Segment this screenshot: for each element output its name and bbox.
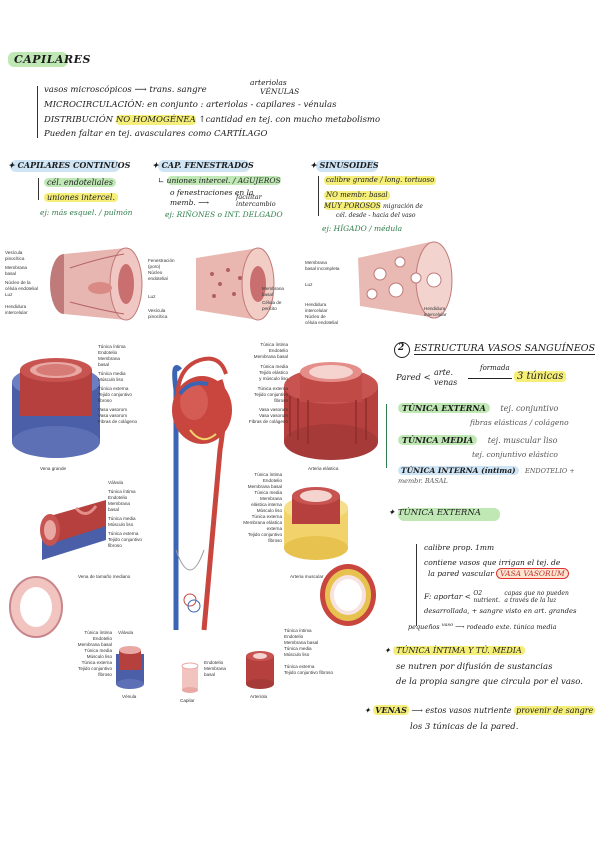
venule-illustration bbox=[116, 646, 144, 689]
fenestrados-title: ✦ CAP. FENESTRADOS bbox=[152, 160, 254, 170]
elastic-artery-caption: Arteria elástica bbox=[308, 466, 339, 471]
medium-vein-caption: Vena de tamaño mediano bbox=[78, 574, 131, 579]
fenestrados-ex: ej: RIÑONES o INT. DELGADO bbox=[165, 210, 283, 219]
fenestrados-l1: ∟ uniones intercel. / AGUJEROS bbox=[158, 176, 281, 185]
externa-l3: la pared vascular VASA VASORUM bbox=[428, 568, 569, 579]
intima-media-l2: de la propia sangre que circula por el v… bbox=[396, 677, 583, 687]
medium-vein-illustration bbox=[40, 500, 106, 560]
estructura-number-circle bbox=[394, 342, 410, 358]
capillary-continuous-illustration bbox=[50, 247, 143, 321]
capillary-illustration bbox=[181, 662, 199, 693]
intro-bracket bbox=[37, 86, 38, 138]
venule-caption: Vénula bbox=[122, 694, 137, 699]
interna-row: TÚNICA INTERNA (íntima) ENDOTELIO + memb… bbox=[398, 466, 575, 485]
continuos-l2: uniones intercel. bbox=[44, 193, 119, 202]
estructura-result: 3 túnicas bbox=[514, 371, 567, 382]
elastic-artery-illustration bbox=[284, 362, 378, 460]
artery-cross-section bbox=[320, 564, 376, 626]
sinusoides-l3: MUY POROSOS migración de bbox=[324, 202, 423, 210]
sinusoides-bracket bbox=[318, 176, 319, 216]
estructura-number: 2 bbox=[398, 343, 405, 353]
sinusoides-l1: calibre grande / long. tortuoso bbox=[324, 176, 437, 185]
fenestrados-l2: o fenestraciones en la bbox=[170, 188, 254, 197]
estructura-bracket bbox=[386, 404, 387, 468]
continuos-l1: cél. endoteliales bbox=[44, 178, 116, 187]
page-title: CAPILARES bbox=[14, 53, 91, 66]
media-row: TÚNICA MEDIA tej. muscular liso bbox=[398, 435, 557, 445]
arteriole-illustration bbox=[246, 651, 274, 689]
sinusoides-ex: ej: HÍGADO / médula bbox=[322, 224, 403, 233]
large-vein-illustration bbox=[12, 358, 100, 458]
intro-line2: MICROCIRCULACIÓN: en conjunto : arteriol… bbox=[44, 100, 337, 110]
intro-line4: Pueden faltar en tej. avasculares como C… bbox=[44, 129, 268, 139]
intro-line3: DISTRIBUCIÓN NO HOMOGÉNEA ↑cantidad en t… bbox=[44, 115, 381, 125]
fenestrados-l4: facilitar intercambio bbox=[236, 193, 276, 208]
capillary-fenestrated-illustration bbox=[196, 247, 275, 321]
intima-media-title: ✦ TÚNICA ÍNTIMA Y TÚ. MEDIA bbox=[384, 646, 525, 655]
continuos-title: ✦ CAPILARES CONTINUOS bbox=[8, 160, 131, 170]
vein-cross-section bbox=[9, 576, 63, 638]
continuos-bracket bbox=[38, 178, 39, 200]
venas-line1: ✦ VENAS ⟶ estos vasos nutriente provenir… bbox=[364, 705, 596, 715]
externa-row: TÚNICA EXTERNA tej. conjuntivo bbox=[398, 403, 558, 413]
muscular-artery-illustration bbox=[284, 487, 348, 560]
fenestrados-title-hl bbox=[158, 160, 250, 172]
externa-section-title: ✦ TÚNICA EXTERNA bbox=[388, 508, 481, 518]
venas-line2: los 3 túnicas de la pared. bbox=[410, 722, 519, 732]
arteriole-caption: Arteriola bbox=[250, 694, 268, 699]
fenestrados-l3: memb. ⟶ bbox=[170, 198, 209, 207]
intima-media-l1: se nutren por difusión de sustancias bbox=[396, 662, 553, 672]
estructura-pared: Pared < bbox=[396, 373, 431, 383]
venule-valve-label: Válvula bbox=[118, 630, 134, 635]
continuos-ex: ej: más esquel. / pulmón bbox=[40, 208, 133, 217]
muscular-artery-caption: Arteria muscular bbox=[290, 574, 324, 579]
title-highlight bbox=[8, 52, 68, 67]
media-desc2: tej. conjuntivo elástico bbox=[472, 450, 558, 459]
sinusoides-l4: cél. desde - hacia del vaso bbox=[336, 212, 416, 219]
sinusoides-title: ✦ SINUSOIDES bbox=[310, 160, 379, 170]
capillary-sinusoid-illustration bbox=[358, 241, 453, 319]
externa-l5: desarrollada, + sangre visto en art. gra… bbox=[424, 607, 577, 615]
sinusoides-l2: NO membr. basal bbox=[324, 191, 390, 200]
estructura-formada: formada bbox=[480, 364, 510, 372]
large-vein-caption: Vena grande bbox=[40, 466, 67, 471]
sinusoides-title-hl bbox=[316, 160, 378, 172]
estructura-title: ESTRUCTURA VASOS SANGUÍNEOS bbox=[414, 343, 596, 355]
estructura-arte-venas: arte.venas bbox=[434, 368, 458, 387]
externa-section-hl bbox=[398, 508, 500, 521]
externa-l6: pequeños vaso ⟶ rodeado exte. túnica med… bbox=[408, 622, 557, 632]
externa-desc2: fibras elásticas / colágeno bbox=[470, 418, 569, 427]
externa-l2: contiene vasos que irrigan el tej. de bbox=[424, 558, 561, 567]
estructura-arrow bbox=[468, 378, 512, 379]
intro-line1-branch: arteriolas VÉNULAS bbox=[250, 78, 300, 96]
externa-l1: calibre prop. 1mm bbox=[424, 543, 495, 552]
heart-circulation-illustration bbox=[172, 356, 232, 631]
capillary-caption: Capilar bbox=[180, 698, 195, 703]
continuos-title-hl bbox=[10, 160, 120, 172]
intro-line1: vasos microscópicos ⟶ trans. sangre bbox=[44, 85, 207, 95]
externa-section-bracket bbox=[416, 544, 417, 626]
